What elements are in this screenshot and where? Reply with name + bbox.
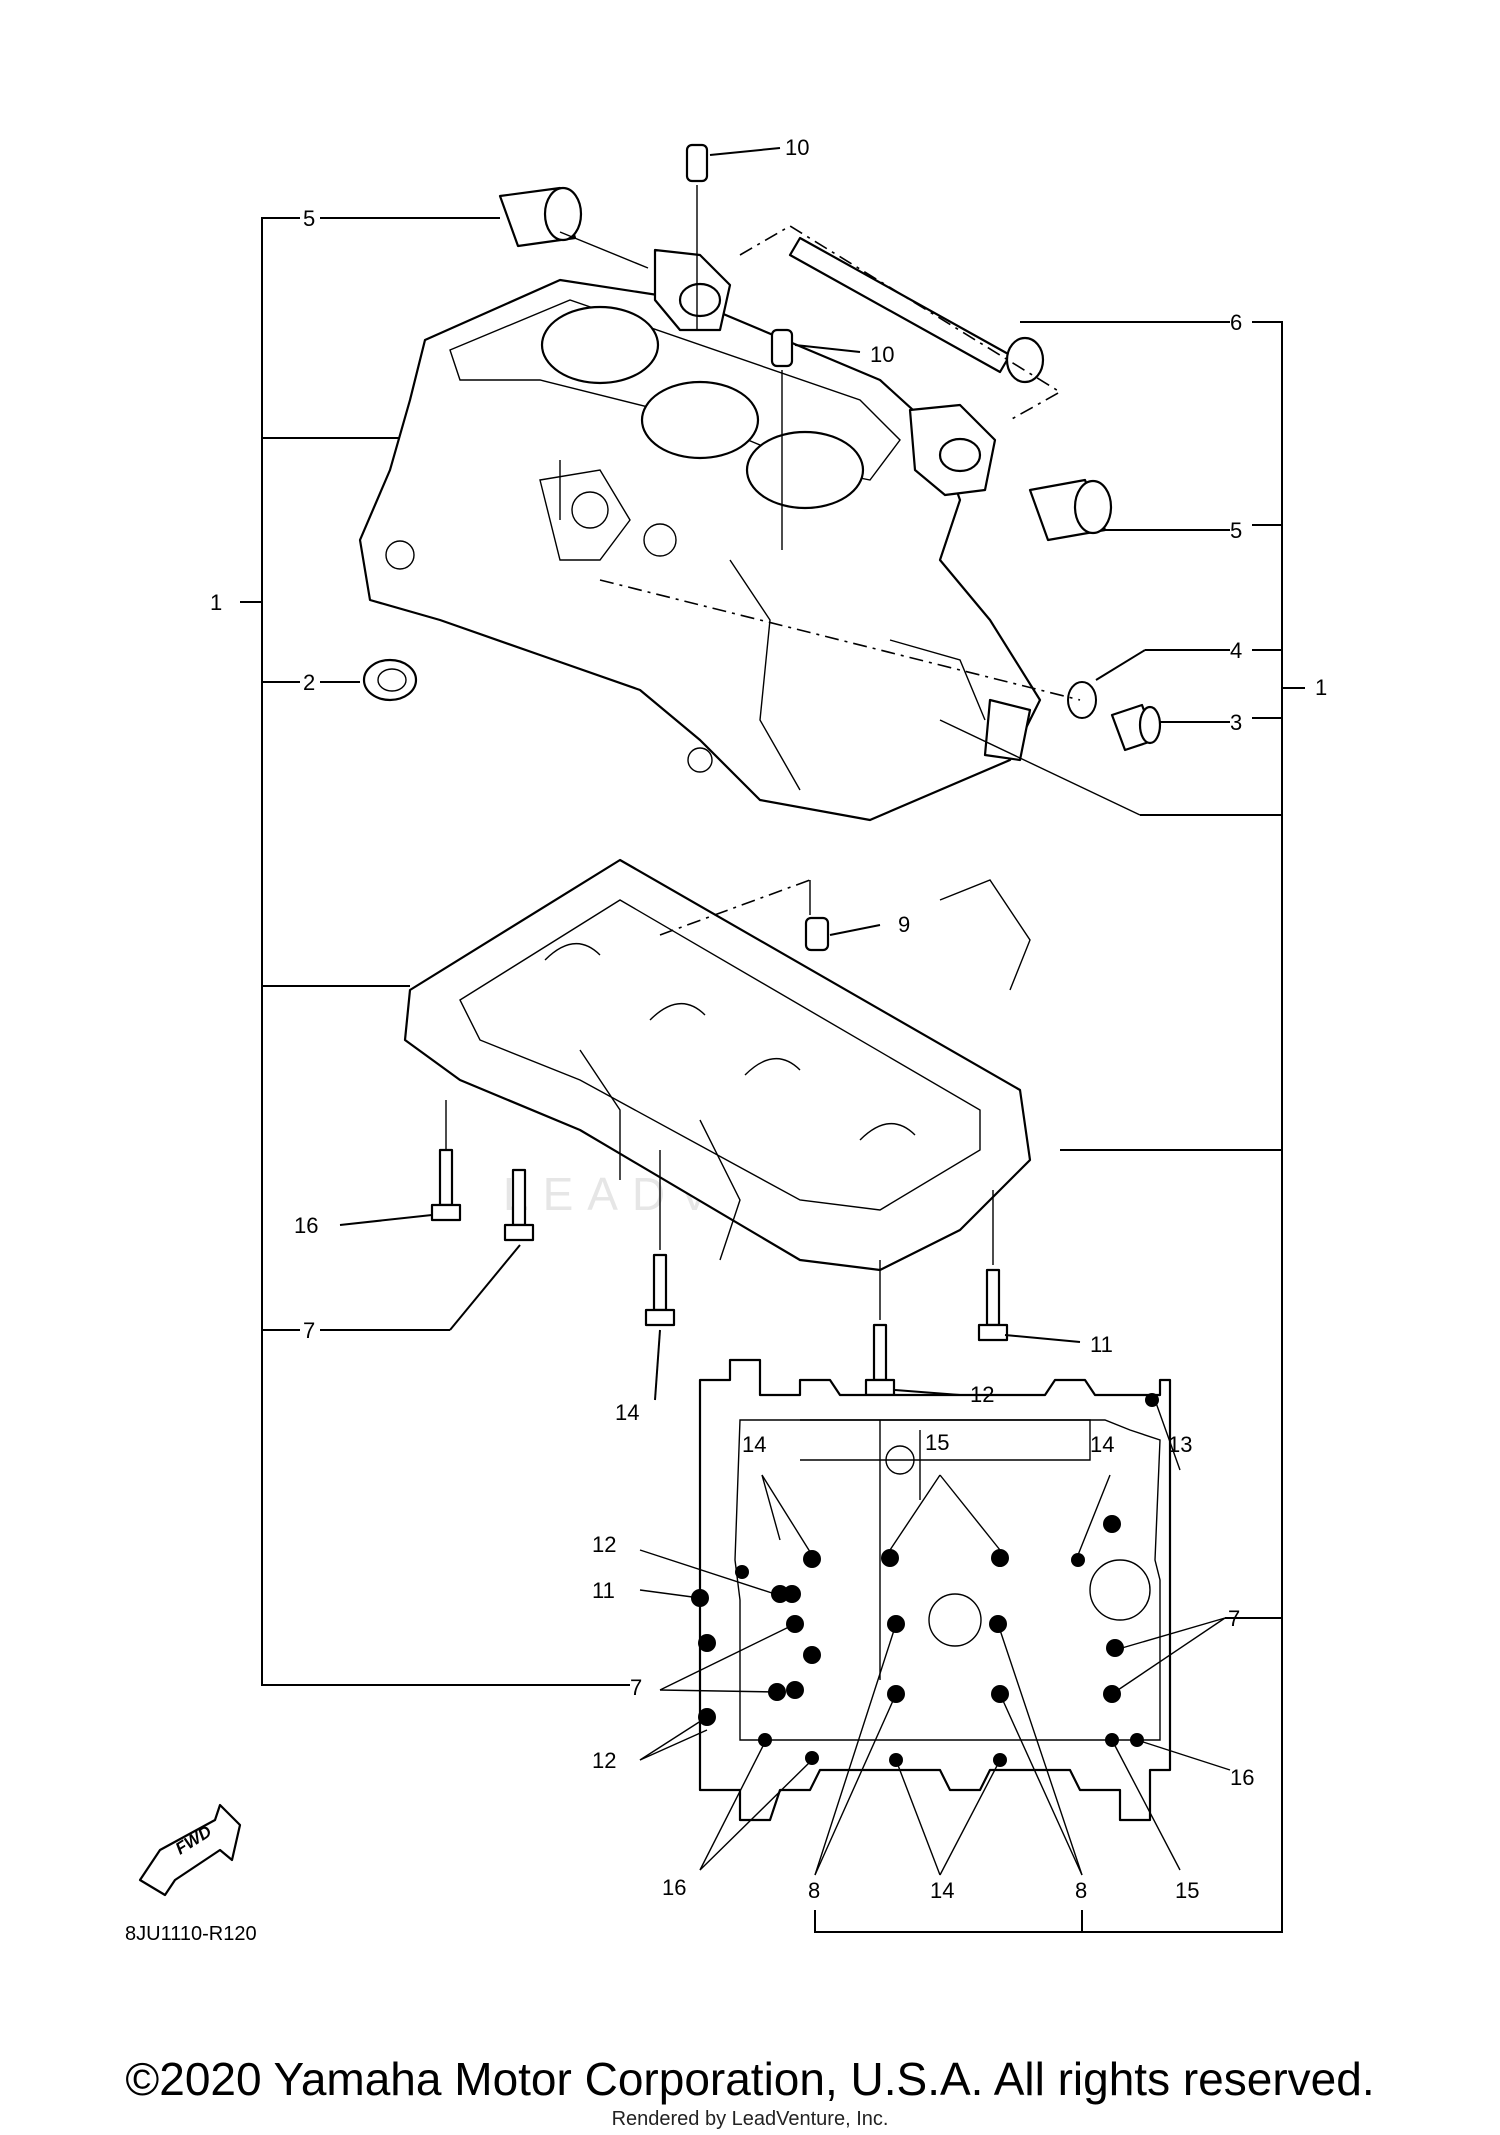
callout-11-plan: 11 [592, 1578, 615, 1603]
callout-7-mid: 7 [630, 1675, 642, 1700]
callout-14-plan-right: 14 [1090, 1432, 1114, 1457]
callout-16-plan-right: 16 [1230, 1765, 1254, 1790]
callout-6: 6 [1230, 310, 1242, 335]
part-6-rod [739, 225, 1062, 421]
callout-14-bolt: 14 [615, 1400, 639, 1425]
upper-crankcase-illustration [358, 248, 1141, 991]
part-5-bushing-right [1028, 478, 1113, 542]
callout-11-bolt: 11 [1090, 1332, 1113, 1357]
bolt-12 [864, 1260, 896, 1397]
callout-5-top: 5 [303, 206, 315, 231]
callout-7-right: 7 [1228, 1606, 1240, 1631]
callout-5-right: 5 [1230, 518, 1242, 543]
callout-16-bolt: 16 [294, 1213, 318, 1238]
callout-3: 3 [1230, 710, 1242, 735]
callout-8-right: 8 [1075, 1878, 1087, 1903]
copyright-notice: ©2020 Yamaha Motor Corporation, U.S.A. A… [125, 2053, 1375, 2105]
callout-4: 4 [1230, 638, 1242, 663]
bolt-14 [644, 1150, 676, 1327]
diagram-code: 8JU1110-R120 [125, 1923, 257, 1945]
callout-10-mid: 10 [870, 342, 894, 367]
callout-15-bottom: 15 [1175, 1878, 1199, 1903]
plan-leader-lines [639, 1399, 1231, 1876]
part-4-o-ring [1067, 681, 1097, 719]
callout-13: 13 [1168, 1432, 1192, 1457]
bolt-pattern-plan [698, 1358, 1172, 1822]
callout-1-right: 1 [1315, 675, 1327, 700]
callout-12-bolt: 12 [970, 1382, 994, 1407]
lower-crankcase-illustration [403, 858, 1032, 1272]
right-bracket [814, 321, 1305, 1933]
callout-12-plan-top: 12 [592, 1532, 616, 1557]
leader-lines [320, 147, 1230, 1401]
callout-12-plan-bottom: 12 [592, 1748, 616, 1773]
part-2-plug [362, 658, 418, 702]
callout-1-left: 1 [210, 590, 222, 615]
callout-10-top: 10 [785, 135, 809, 160]
callout-8-left: 8 [808, 1878, 820, 1903]
left-bracket [240, 217, 630, 1686]
bolt-16 [430, 1100, 462, 1222]
part-3-plug [1110, 703, 1162, 752]
part-10-dowel-pins [685, 143, 794, 550]
callout-2: 2 [303, 670, 315, 695]
rendered-by-notice: Rendered by LeadVenture, Inc. [611, 2108, 889, 2130]
callout-7-left: 7 [303, 1318, 315, 1343]
fwd-arrow-icon: FWD [138, 1803, 242, 1897]
callout-16-plan-left: 16 [662, 1875, 686, 1900]
callout-15-top: 15 [925, 1430, 949, 1455]
bolt-11 [977, 1190, 1009, 1342]
bolt-position-dots [691, 1393, 1159, 1767]
bolt-7 [503, 1168, 535, 1242]
part-5-bushing-left [498, 186, 649, 269]
callout-14-plan-bottom: 14 [930, 1878, 954, 1903]
callout-labels: 1 1 2 3 4 5 5 6 7 7 7 8 8 9 10 10 11 11 … [210, 135, 1327, 1903]
callout-14-plan-left: 14 [742, 1432, 766, 1457]
callout-9: 9 [898, 912, 910, 937]
